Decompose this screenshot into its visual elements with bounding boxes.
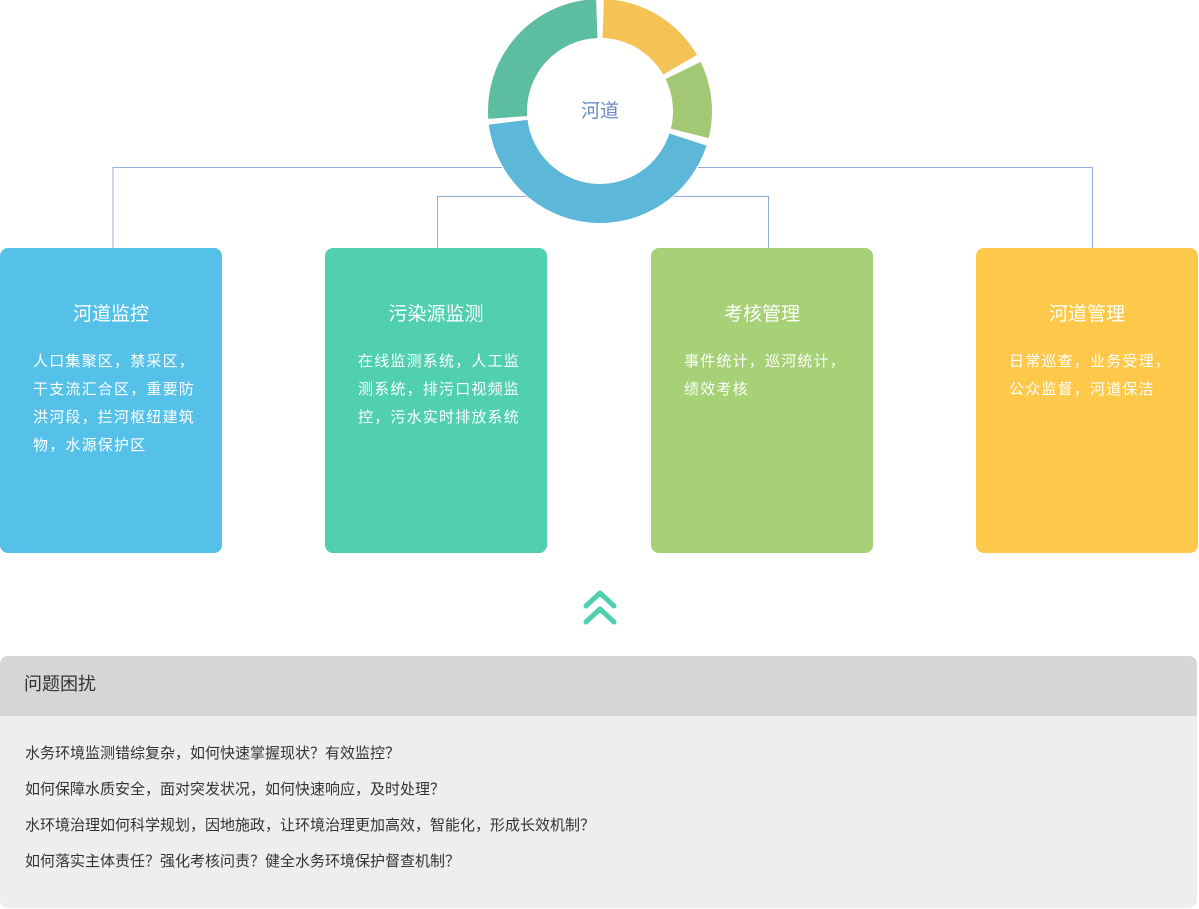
card-body: 日常巡查，业务受理，公众监督，河道保洁 <box>1009 352 1172 398</box>
problems-list: 水务环境监测错综复杂，如何快速掌握现状？有效监控？ 如何保障水质安全，面对突发状… <box>0 716 1197 879</box>
double-chevron-up-icon <box>583 590 617 625</box>
card-title: 河道监控 <box>72 303 149 325</box>
card-river-monitoring[interactable]: 河道监控 人口集聚区，禁采区，干支流汇合区，重要防洪河段，拦河枢纽建筑物，水源保… <box>0 248 222 553</box>
donut-chart <box>487 0 713 224</box>
card-body: 人口集聚区，禁采区，干支流汇合区，重要防洪河段，拦河枢纽建筑物，水源保护区 <box>33 352 196 454</box>
card-title: 河道管理 <box>1048 303 1125 325</box>
card-body: 在线监测系统，人工监测系统，排污口视频监控，污水实时排放系统 <box>358 352 521 426</box>
donut-segment-teal <box>488 0 598 119</box>
problem-item: 水务环境监测错综复杂，如何快速掌握现状？有效监控？ <box>25 744 401 762</box>
problems-title: 问题困扰 <box>0 656 1197 716</box>
card-title: 考核管理 <box>723 303 800 325</box>
card-title: 污染源监测 <box>388 303 484 325</box>
card-river-management[interactable]: 河道管理 日常巡查，业务受理，公众监督，河道保洁 <box>976 248 1198 553</box>
problem-item: 水环境治理如何科学规划，因地施政，让环境治理更加高效，智能化，形成长效机制？ <box>25 816 596 834</box>
problem-item: 如何保障水质安全，面对突发状况，如何快速响应，及时处理？ <box>25 780 446 798</box>
problem-item: 如何落实主体责任？强化考核问责？健全水务环境保护督查机制？ <box>25 852 461 870</box>
donut-segment-green <box>665 61 713 139</box>
card-assessment[interactable]: 考核管理 事件统计，巡河统计，绩效考核 <box>651 248 873 553</box>
donut-center-label: 河道 <box>580 100 619 122</box>
donut-segment-yellow <box>602 0 697 75</box>
problems-panel: 问题困扰 水务环境监测错综复杂，如何快速掌握现状？有效监控？ 如何保障水质安全，… <box>0 656 1197 908</box>
connector-lines <box>112 0 1093 248</box>
donut-segment-blue <box>488 119 707 223</box>
card-body: 事件统计，巡河统计，绩效考核 <box>684 352 847 398</box>
card-pollution-monitoring[interactable]: 污染源监测 在线监测系统，人工监测系统，排污口视频监控，污水实时排放系统 <box>325 248 547 553</box>
